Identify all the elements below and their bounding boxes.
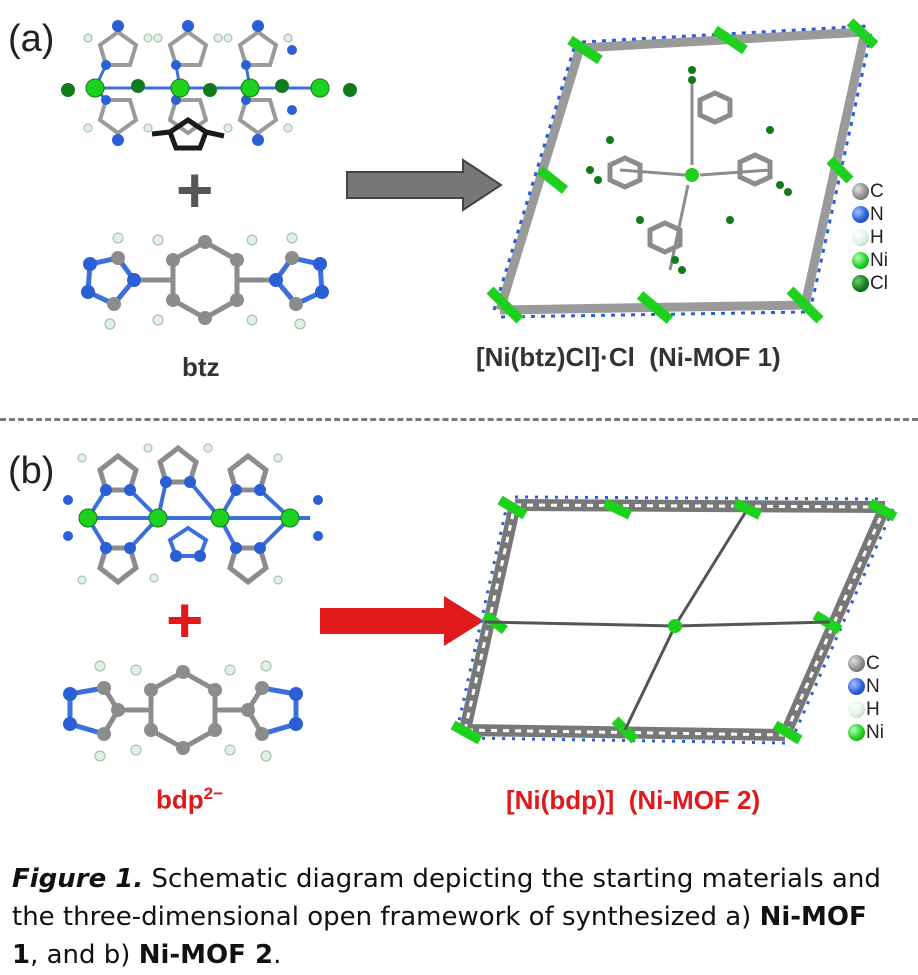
nickel-ball-icon <box>848 724 865 741</box>
ni-mof-2-framework <box>450 495 898 745</box>
figure-caption: Figure 1. Schematic diagram depicting th… <box>12 860 902 974</box>
nitrogen-ball-icon <box>848 678 865 695</box>
ni-mof-1-label: [Ni(btz)Cl]·Cl (Ni-MOF 1) <box>476 342 781 373</box>
ni-pyrazolate-chain-structure <box>63 443 323 586</box>
legend-a-cl: Cl <box>852 272 888 295</box>
caption-bold-1: Ni-MOF 1 <box>12 902 867 970</box>
hydrogen-ball-icon <box>848 701 865 718</box>
ni-cl-chain-structure <box>61 20 357 151</box>
ligand-bdp-charge: 2− <box>203 784 224 803</box>
ligand-bdp-label: bdp2− <box>156 784 223 816</box>
legend-b-c: C <box>848 652 884 675</box>
panel-b-label: (b) <box>8 450 55 492</box>
figure-label: Figure 1. <box>12 864 144 894</box>
ligand-bdp-base: bdp <box>156 784 204 815</box>
carbon-ball-icon <box>848 655 865 672</box>
reaction-arrow-b <box>320 596 484 646</box>
ni-mof-2-label: [Ni(bdp)] (Ni-MOF 2) <box>506 785 760 816</box>
ni-mof-1-framework <box>486 18 879 324</box>
legend-a-ni: Ni <box>852 249 888 272</box>
plus-sign-b: + <box>166 584 204 656</box>
legend-a-h: H <box>852 226 888 249</box>
legend-b-n: N <box>848 675 884 698</box>
hydrogen-ball-icon <box>852 229 869 246</box>
ni-mof-1-formula: [Ni(btz)Cl]·Cl <box>476 342 635 372</box>
ni-mof-1-name: (Ni-MOF 1) <box>649 342 781 372</box>
ni-mof-2-name: (Ni-MOF 2) <box>628 785 761 815</box>
ligand-btz-label: btz <box>182 352 220 382</box>
btz-molecule <box>81 232 329 330</box>
caption-text-1: Schematic diagram depicting the starting… <box>12 864 881 932</box>
legend-b-h: H <box>848 698 884 721</box>
bdp-molecule <box>63 660 303 762</box>
legend-b: C N H Ni <box>848 652 884 744</box>
caption-bold-2: Ni-MOF 2 <box>138 940 274 970</box>
nitrogen-ball-icon <box>852 206 869 223</box>
nickel-ball-icon <box>852 252 869 269</box>
legend-a-c: C <box>852 180 888 203</box>
section-divider <box>0 418 918 421</box>
chlorine-ball-icon <box>852 275 869 292</box>
carbon-ball-icon <box>852 183 869 200</box>
legend-a: C N H Ni Cl <box>852 180 888 295</box>
ni-mof-2-formula: [Ni(bdp)] <box>506 785 615 815</box>
panel-a-label: (a) <box>8 18 55 60</box>
caption-text-2: , and b) <box>30 940 139 970</box>
legend-b-ni: Ni <box>848 721 884 744</box>
plus-sign-a: + <box>176 154 214 226</box>
reaction-arrow-a <box>346 158 503 212</box>
legend-a-n: N <box>852 203 888 226</box>
caption-text-3: . <box>273 940 282 970</box>
